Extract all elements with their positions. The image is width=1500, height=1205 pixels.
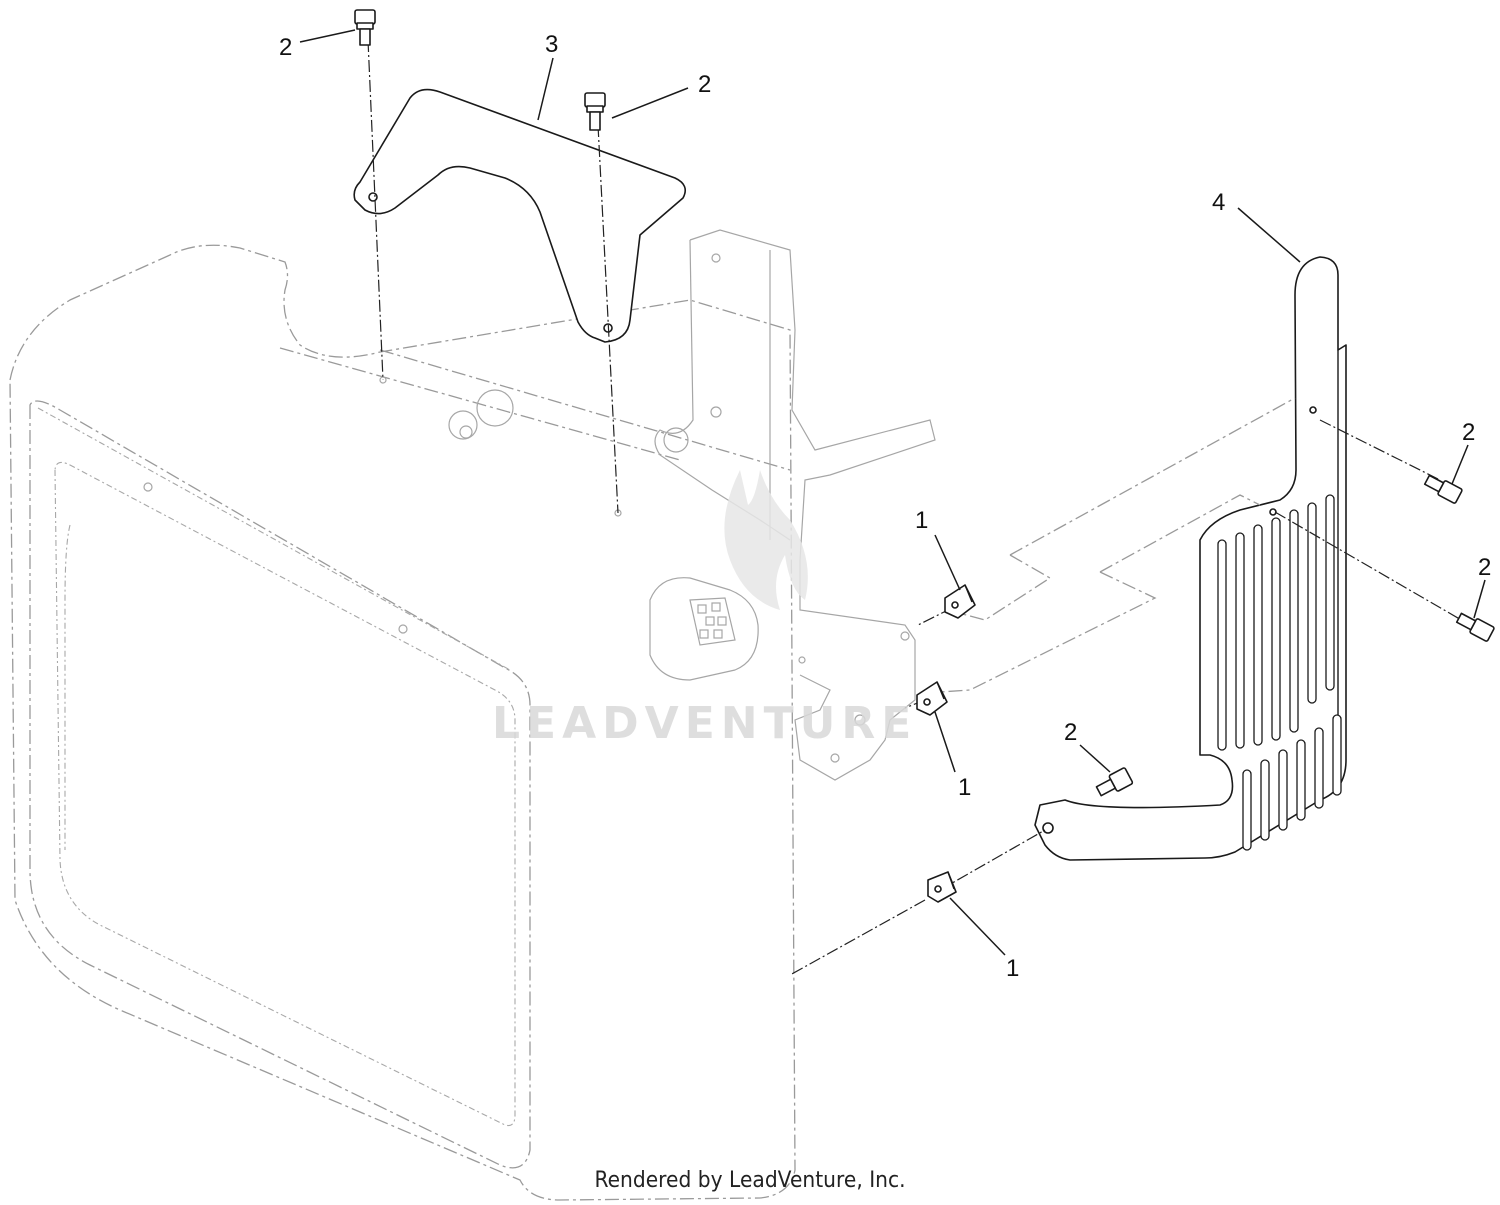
assembly-center-lines (367, 39, 1471, 976)
flange-bolt-bottom (1095, 767, 1134, 797)
watermark-text: LEADVENTURE (492, 698, 917, 749)
fuel-tank-ghost (9, 244, 796, 1201)
flange-bolt-top-left (354, 9, 376, 46)
callout-bolt-shield-lower: 2 (1478, 554, 1491, 581)
flange-bolt-top-right (584, 92, 606, 131)
callout-labels: 2 3 2 4 1 2 2 1 2 1 (279, 31, 1491, 982)
callout-top-bracket: 3 (545, 31, 558, 58)
flame-logo (724, 470, 808, 610)
callout-clip-nut-upper: 1 (915, 507, 928, 534)
callout-bolt-shield-upper: 2 (1462, 419, 1475, 446)
callout-heat-shield: 4 (1212, 189, 1225, 216)
flange-bolt-shield-upper (1423, 474, 1463, 504)
clip-nut-middle (916, 681, 948, 716)
callout-bolt-top-right: 2 (698, 71, 711, 98)
clip-nut-lower (927, 871, 957, 903)
callout-bolt-top-left: 2 (279, 34, 292, 61)
leader-lines (299, 29, 1486, 956)
flange-bolt-shield-lower (1455, 612, 1495, 642)
shield-vent-slots (1217, 494, 1342, 851)
callout-clip-nut-middle: 1 (958, 774, 971, 801)
frame-bracket-ghost (654, 229, 936, 781)
callout-clip-nut-lower: 1 (1006, 955, 1019, 982)
callout-bolt-bottom: 2 (1064, 719, 1077, 746)
top-bracket-plate (353, 88, 686, 343)
render-credit: Rendered by LeadVenture, Inc. (594, 1168, 906, 1193)
clip-nut-upper (944, 584, 976, 619)
side-heat-shield (1034, 256, 1347, 861)
fuel-cap-ghost (649, 577, 759, 681)
shield-flange-ghost (939, 397, 1296, 693)
watermark: LEADVENTURE (492, 470, 917, 749)
